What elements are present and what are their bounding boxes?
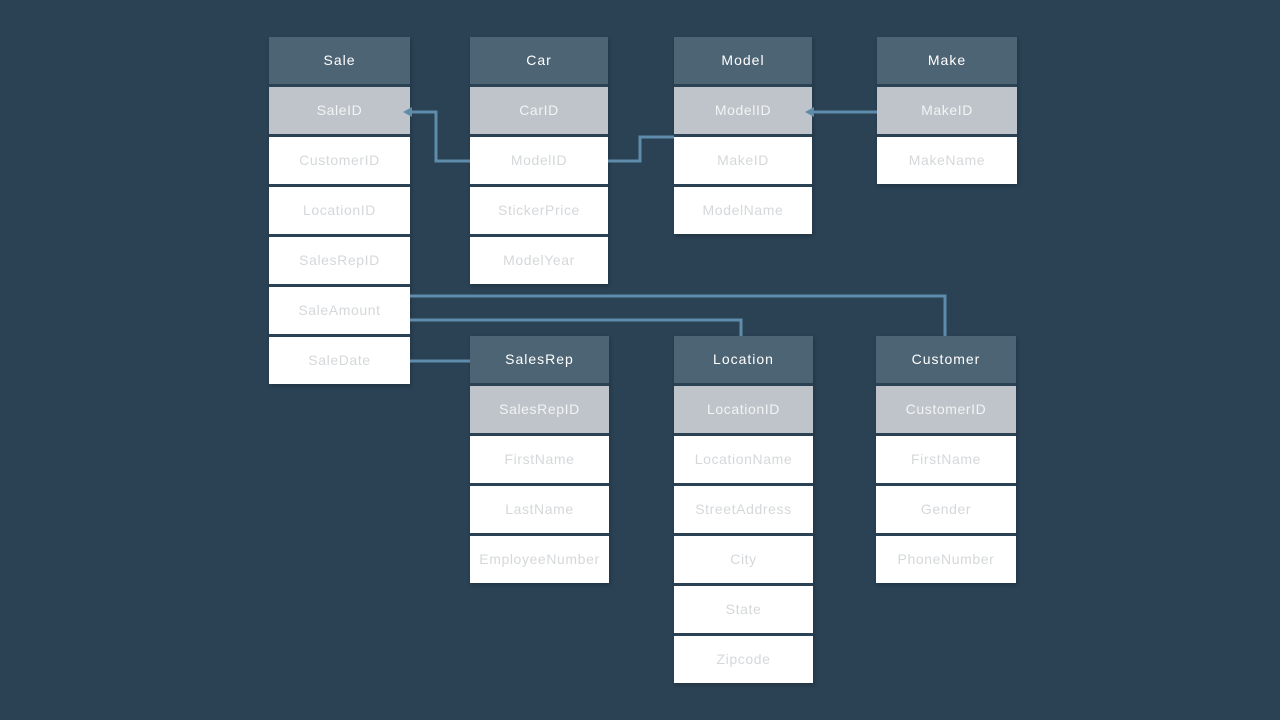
table-title-customer: Customer xyxy=(876,336,1016,383)
table-title-location: Location xyxy=(674,336,813,383)
field-salesrep-employeenumber: EmployeeNumber xyxy=(470,536,609,583)
key-field-salesrepid: SalesRepID xyxy=(470,386,609,433)
field-location-streetaddress: StreetAddress xyxy=(674,486,813,533)
field-location-zipcode: Zipcode xyxy=(674,636,813,683)
field-car-modelid: ModelID xyxy=(470,137,608,184)
field-customer-firstname: FirstName xyxy=(876,436,1016,483)
field-sale-saledate: SaleDate xyxy=(269,337,410,384)
table-title-make: Make xyxy=(877,37,1017,84)
key-field-saleid: SaleID xyxy=(269,87,410,134)
field-model-modelname: ModelName xyxy=(674,187,812,234)
field-sale-locationid: LocationID xyxy=(269,187,410,234)
field-location-state: State xyxy=(674,586,813,633)
field-car-modelyear: ModelYear xyxy=(470,237,608,284)
connector-sale-customerid-to-customer xyxy=(410,294,947,336)
field-customer-phonenumber: PhoneNumber xyxy=(876,536,1016,583)
connector-car-modelid-to-model xyxy=(608,135,674,163)
field-make-makename: MakeName xyxy=(877,137,1017,184)
table-title-salesrep: SalesRep xyxy=(470,336,609,383)
connector-sale-locationid-to-location xyxy=(410,318,743,336)
table-title-car: Car xyxy=(470,37,608,84)
field-sale-customerid: CustomerID xyxy=(269,137,410,184)
key-field-makeid: MakeID xyxy=(877,87,1017,134)
table-title-sale: Sale xyxy=(269,37,410,84)
field-car-stickerprice: StickerPrice xyxy=(470,187,608,234)
key-field-locationid: LocationID xyxy=(674,386,813,433)
field-sale-salesrepid: SalesRepID xyxy=(269,237,410,284)
table-title-model: Model xyxy=(674,37,812,84)
field-location-city: City xyxy=(674,536,813,583)
field-customer-gender: Gender xyxy=(876,486,1016,533)
key-field-modelid: ModelID xyxy=(674,87,812,134)
connector-sale-saleid-to-car-modelid xyxy=(412,110,470,163)
field-model-makeid: MakeID xyxy=(674,137,812,184)
field-salesrep-lastname: LastName xyxy=(470,486,609,533)
key-field-carid: CarID xyxy=(470,87,608,134)
key-field-customerid: CustomerID xyxy=(876,386,1016,433)
field-sale-saleamount: SaleAmount xyxy=(269,287,410,334)
field-location-locationname: LocationName xyxy=(674,436,813,483)
field-salesrep-firstname: FirstName xyxy=(470,436,609,483)
